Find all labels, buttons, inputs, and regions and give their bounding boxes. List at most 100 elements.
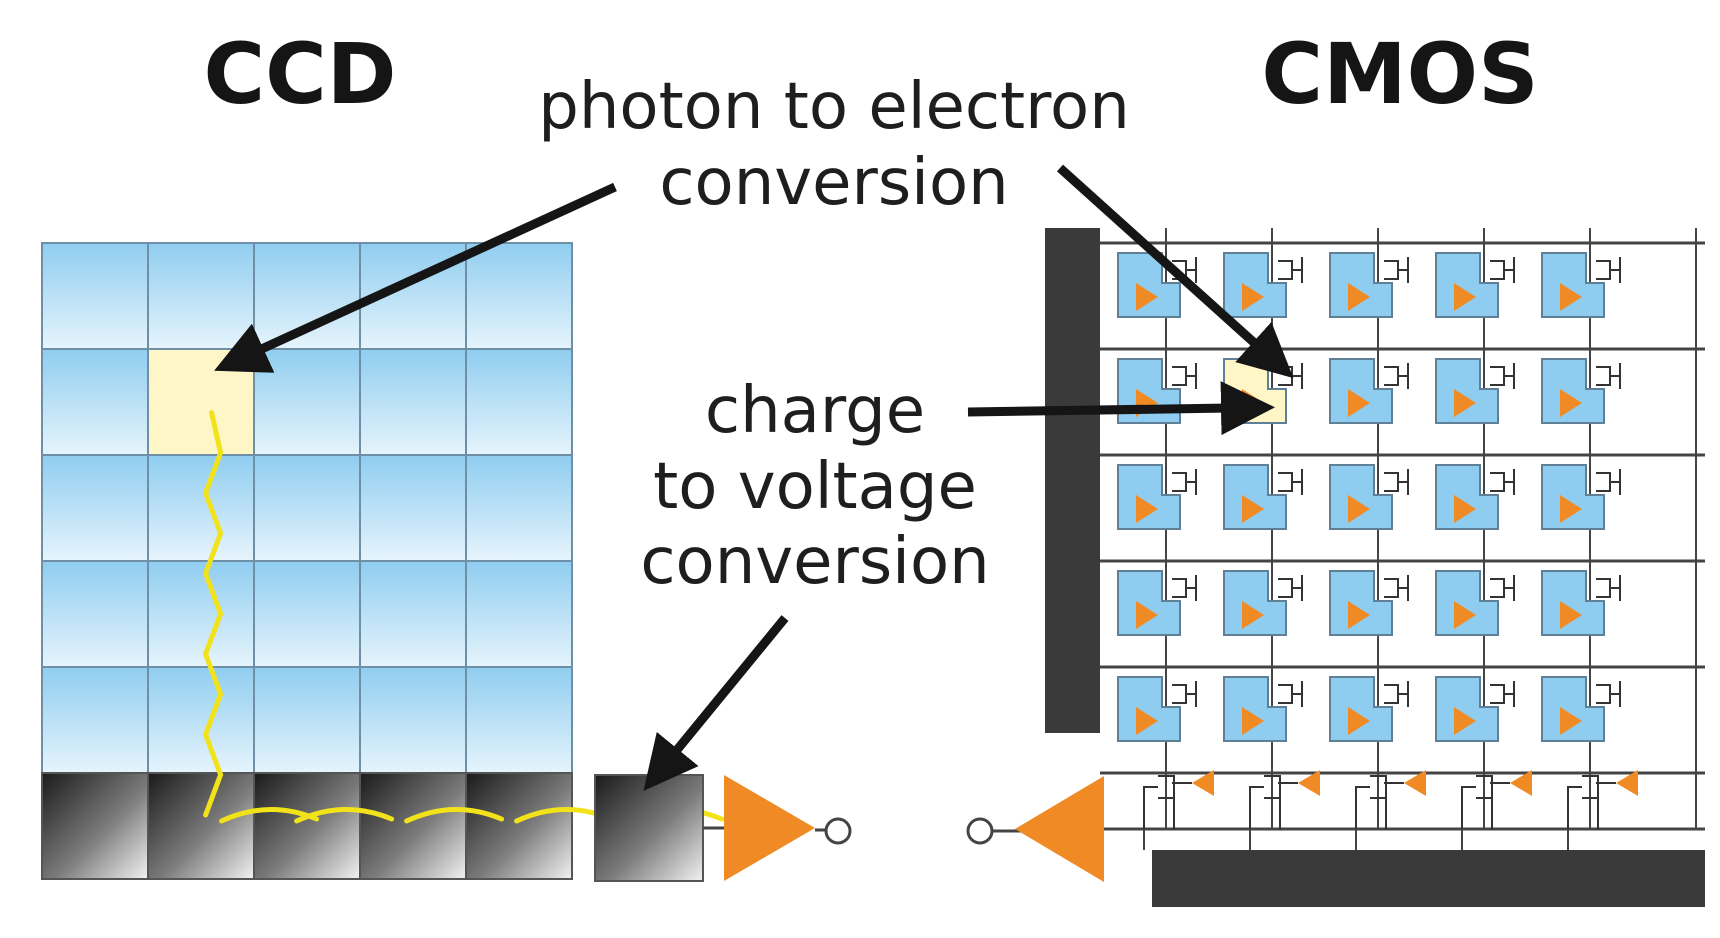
ccd-shift-register (41, 772, 573, 880)
ccd-register-cell (359, 772, 467, 880)
cmos-photodiode (1541, 358, 1605, 424)
cmos-photodiode (1329, 252, 1393, 318)
cmos-pixel-transistor-icon (1490, 681, 1515, 707)
photon-arrow-ccd (214, 182, 617, 373)
cmos-photodiode (1541, 252, 1605, 318)
cmos-photodiode (1329, 358, 1393, 424)
ccd-pixel (465, 666, 573, 774)
ccd-pixel (147, 666, 255, 774)
ccd-pixel (359, 348, 467, 456)
cmos-pixel-amplifier-icon (1454, 495, 1476, 523)
ccd-pixel (41, 454, 149, 562)
cmos-pixel-transistor-icon (1172, 469, 1197, 495)
cmos-row-select-bus (1045, 228, 1100, 733)
cmos-amplifier-icon (1015, 776, 1104, 882)
ccd-pixel (253, 348, 361, 456)
cmos-pixel-amplifier-icon (1136, 495, 1158, 523)
cmos-column-transistor-icon (1143, 775, 1192, 830)
ccd-pixel (41, 242, 149, 350)
cmos-pixel-transistor-icon (1596, 469, 1621, 495)
cmos-pixel-amplifier-icon (1560, 283, 1582, 311)
cmos-pixel-transistor-icon (1596, 681, 1621, 707)
cmos-pixel-amplifier-icon (1136, 601, 1158, 629)
cmos-pixel-transistor-icon (1172, 363, 1197, 389)
ccd-pixel (253, 666, 361, 774)
cmos-pixel-transistor-icon (1172, 575, 1197, 601)
ccd-register-cell (147, 772, 255, 880)
ccd-output-terminal-icon (824, 817, 852, 845)
cmos-photodiode (1223, 252, 1287, 318)
cmos-pixel-amplifier-icon (1454, 283, 1476, 311)
cmos-photodiode (1435, 464, 1499, 530)
cmos-photodiode (1435, 570, 1499, 636)
ccd-pixel (253, 560, 361, 668)
cmos-pixel-transistor-icon (1278, 681, 1303, 707)
ccd-pixel (41, 666, 149, 774)
cmos-output-terminal-icon (966, 817, 994, 845)
cmos-pixel-transistor-icon (1278, 363, 1303, 389)
charge-arrow-ccd (643, 615, 789, 791)
cmos-pixel-transistor-icon (1172, 681, 1197, 707)
cmos-photodiode (1117, 676, 1181, 742)
charge-conversion-label-line2: to voltage (653, 450, 977, 524)
ccd-pixel (147, 560, 255, 668)
cmos-pixel-amplifier-icon (1454, 601, 1476, 629)
photon-arrow-cmos (1056, 164, 1294, 379)
cmos-photodiode (1435, 676, 1499, 742)
cmos-pixel-transistor-icon (1490, 363, 1515, 389)
cmos-column-amplifiers (1143, 770, 1638, 850)
cmos-pixel-array (1100, 228, 1705, 830)
cmos-pixel-transistor-icon (1384, 575, 1409, 601)
ccd-output-node (594, 774, 704, 882)
cmos-column-amplifier-icon (1298, 770, 1320, 796)
ccd-pixel (359, 560, 467, 668)
ccd-pixel (253, 454, 361, 562)
charge-conversion-label-line1: charge (705, 374, 925, 448)
cmos-pixel-transistor-icon (1384, 257, 1409, 283)
cmos-highlighted-photodiode (1223, 358, 1287, 424)
ccd-pixel (465, 242, 573, 350)
cmos-column-output-bus (1152, 850, 1705, 907)
ccd-title: CCD (203, 25, 396, 123)
cmos-photodiode (1223, 676, 1287, 742)
cmos-column-amplifier-icon (1510, 770, 1532, 796)
cmos-photodiode (1541, 676, 1605, 742)
cmos-pixel-amplifier-icon (1136, 707, 1158, 735)
cmos-photodiode (1541, 570, 1605, 636)
ccd-horizontal-transfer-hop (404, 806, 505, 824)
cmos-column-transistor-icon (1567, 775, 1616, 830)
cmos-pixel-amplifier-icon (1560, 601, 1582, 629)
cmos-pixel-transistor-icon (1490, 575, 1515, 601)
ccd-horizontal-transfer-hop (294, 806, 395, 824)
cmos-pixel-amplifier-icon (1560, 707, 1582, 735)
cmos-pixel-amplifier-icon (1348, 495, 1370, 523)
cmos-pixel-transistor-icon (1596, 257, 1621, 283)
cmos-pixel-amplifier-icon (1560, 389, 1582, 417)
ccd-pixel (359, 666, 467, 774)
photon-conversion-label-line2: conversion (659, 146, 1008, 220)
photon-conversion-label-line1: photon to electron (538, 70, 1130, 144)
ccd-pixel (41, 348, 149, 456)
cmos-photodiode (1223, 570, 1287, 636)
cmos-pixel-amplifier-icon (1348, 707, 1370, 735)
cmos-photodiode (1435, 252, 1499, 318)
cmos-title: CMOS (1261, 25, 1538, 123)
cmos-pixel-amplifier-icon (1348, 601, 1370, 629)
ccd-amplifier-icon (724, 775, 815, 881)
cmos-column-amplifier-icon (1404, 770, 1426, 796)
ccd-pixel-array (41, 242, 573, 774)
cmos-photodiode (1329, 464, 1393, 530)
cmos-pixel-amplifier-icon (1242, 707, 1264, 735)
cmos-pixel-amplifier-icon (1454, 389, 1476, 417)
ccd-pixel (359, 454, 467, 562)
cmos-pixel-transistor-icon (1384, 469, 1409, 495)
cmos-pixel-transistor-icon (1384, 681, 1409, 707)
ccd-pixel (465, 454, 573, 562)
cmos-column-amplifier-icon (1192, 770, 1214, 796)
cmos-pixel-amplifier-icon (1454, 707, 1476, 735)
cmos-photodiode (1329, 570, 1393, 636)
cmos-pixel-amplifier-icon (1136, 283, 1158, 311)
cmos-pixel-transistor-icon (1278, 257, 1303, 283)
cmos-column-transistor-icon (1355, 775, 1404, 830)
